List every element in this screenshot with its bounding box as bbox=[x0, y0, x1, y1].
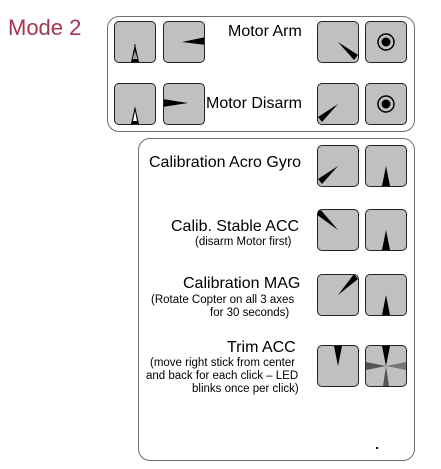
acro-gyro-label: Calibration Acro Gyro bbox=[149, 154, 302, 171]
trim-acc-left-stick bbox=[317, 345, 359, 387]
trim-acc-label: Trim ACC bbox=[227, 339, 296, 356]
arm-center-stick bbox=[365, 21, 407, 63]
stable-acc-right-stick bbox=[365, 209, 407, 251]
stable-acc-note: (disarm Motor first) bbox=[195, 236, 292, 248]
disarm-center-stick bbox=[365, 83, 407, 125]
dot-mark bbox=[376, 447, 378, 449]
trim-acc-note-1: (move right stick from center bbox=[150, 357, 296, 369]
motor-arm-label: Motor Arm bbox=[228, 23, 302, 40]
mode-title: Mode 2 bbox=[8, 15, 82, 40]
motor-disarm-label: Motor Disarm bbox=[206, 95, 303, 112]
disarm-yaw-stick bbox=[163, 83, 205, 125]
stable-acc-left-stick bbox=[317, 209, 359, 251]
calibration-mag-left-stick bbox=[317, 274, 359, 316]
trim-acc-note-3: blinks once per click) bbox=[192, 383, 299, 395]
arm-right-stick bbox=[317, 21, 359, 63]
arm-throttle-stick bbox=[114, 21, 156, 63]
calibration-mag-label: Calibration MAG bbox=[183, 275, 301, 292]
acro-gyro-left-stick bbox=[317, 145, 359, 187]
arm-yaw-stick bbox=[163, 21, 205, 63]
disarm-throttle-stick bbox=[114, 83, 156, 125]
calibration-mag-right-stick bbox=[365, 274, 407, 316]
stable-acc-label: Calib. Stable ACC bbox=[171, 218, 300, 235]
disarm-right-stick bbox=[317, 83, 359, 125]
trim-acc-note-2: and back for each click – LED bbox=[146, 370, 299, 382]
calibration-mag-note-1: (Rotate Copter on all 3 axes bbox=[151, 294, 295, 306]
trim-acc-right-stick bbox=[365, 345, 407, 387]
arm-disarm-panel bbox=[107, 16, 415, 132]
calibration-mag-note-2: for 30 seconds) bbox=[210, 307, 290, 319]
acro-gyro-right-stick bbox=[365, 145, 407, 187]
